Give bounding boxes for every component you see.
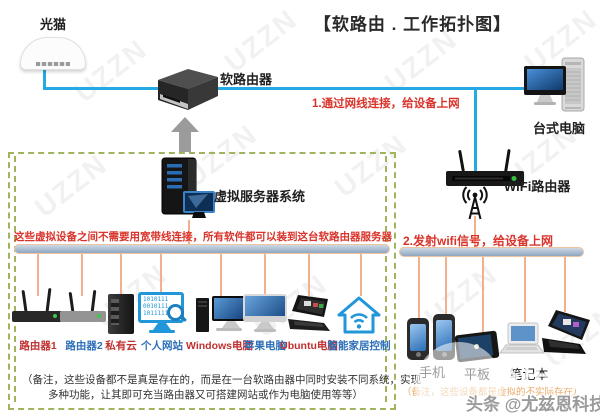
watermark-credit: 头条 @尤兹恩科技 [466, 395, 600, 414]
footnote: （备注，这些设备都不是真是存在的，而是在一台软路由器中同时安装不同系统，实现 多… [22, 373, 421, 403]
wired-annotation: 1.通过网线连接，给设备上网 [312, 98, 460, 110]
watermark-tile: UZZN [418, 257, 504, 334]
virtual-box-inner-border-right [385, 156, 387, 402]
footnote-line2: 多种功能，让其即可充当路由器又可搭建网站或作为电脑使用等等） [48, 389, 363, 402]
virtual-box-border [8, 152, 396, 410]
apple-pc-label: 苹果电脑 [244, 340, 286, 352]
drop-line-laptop-black [564, 256, 566, 312]
wifi-router-icon [446, 149, 524, 186]
drop-line-phone1 [418, 256, 420, 318]
soft-router-icon [158, 69, 218, 110]
ethernet-line-wifi-drop [474, 87, 477, 172]
apple-imac-icon [243, 294, 287, 332]
modem-label: 光猫 [39, 17, 66, 32]
website-label: 个人网站 [141, 340, 183, 352]
wifi-bus-bar [399, 247, 584, 257]
footnote-line1: （备注，这些设备都不是真是存在的，而是在一台软路由器中同时安装不同系统，实现 [22, 374, 421, 386]
virtual-server-label: 虚拟服务器系统 [214, 189, 306, 204]
magnifier-icon [167, 304, 184, 321]
virtual-server-icon [161, 157, 215, 218]
wifi-bus-feed-line [474, 216, 476, 248]
windows-pc-label: Windows电脑 [186, 340, 253, 352]
wifi-router-label: WiFi路由器 [504, 179, 571, 194]
router2-label: 路由器2 [65, 340, 103, 352]
phone-icon [407, 318, 429, 360]
watermark-logo-text: 路由器 [488, 356, 591, 392]
soft-router-label: 软路由器 [220, 72, 273, 87]
desktop-computer-icon [524, 57, 585, 112]
laptop-white-icon [499, 322, 545, 354]
private-cloud-icon [108, 294, 134, 334]
server-bus-feed-line [188, 220, 190, 246]
drop-line-router1 [37, 252, 39, 296]
drop-line-phone2 [445, 256, 447, 314]
watermark-logo-circle [415, 342, 503, 420]
personal-website-icon: 1010111 0010111 1011111 [138, 292, 186, 333]
wireless-annotation: 2.发射wifi信号，给设备上网 [403, 234, 554, 248]
ubuntu-laptop-icon [288, 295, 330, 331]
drop-line-smart-home [360, 252, 362, 296]
watermark-tile: UZZN [68, 32, 154, 109]
binary-line: 1010111 [143, 296, 169, 303]
laptop-black-icon [542, 310, 590, 354]
router2-icon [58, 288, 110, 326]
binary-line: 1011111 [143, 310, 169, 317]
ethernet-line-main [43, 87, 535, 90]
optical-modem-icon [20, 37, 86, 70]
drop-line-private-cloud [120, 252, 122, 296]
drop-line-router2 [81, 252, 83, 296]
drop-line-tablet [482, 256, 484, 334]
watermark-tile: UZZN [218, 2, 304, 79]
virtual-bus-annotation: 这些虚拟设备之间不需要用宽带线连接，所有软件都可以装到这台软路由器服务器 [14, 231, 392, 243]
smart-home-label: 智能家居控制 [327, 340, 391, 352]
windows-pc-icon [196, 294, 246, 336]
private-cloud-label: 私有云 [105, 340, 137, 352]
drop-line-website [160, 252, 162, 296]
drop-line-apple-pc [264, 252, 266, 296]
ubuntu-pc-label: Ubuntu电脑 [280, 340, 338, 352]
binary-line: 0010111 [143, 303, 169, 310]
up-arrow-head [171, 117, 199, 132]
virtual-bus-bar [14, 244, 390, 254]
laptop-label: 笔记本 [509, 367, 549, 382]
ethernet-line-modem-drop [43, 67, 46, 90]
broadcast-antenna-icon [462, 186, 488, 220]
virtual-box-inner-border-left [14, 156, 16, 402]
drop-line-ubuntu-pc [308, 252, 310, 296]
router1-icon [10, 286, 66, 326]
router1-label: 路由器1 [19, 340, 57, 352]
up-arrow [179, 131, 191, 152]
drop-line-laptop-white [524, 256, 526, 322]
drop-line-windows-pc [220, 252, 222, 296]
page-title: 【软路由 . 工作拓扑图】 [313, 15, 512, 34]
desktop-label: 台式电脑 [532, 121, 585, 136]
smart-home-icon [337, 296, 381, 334]
